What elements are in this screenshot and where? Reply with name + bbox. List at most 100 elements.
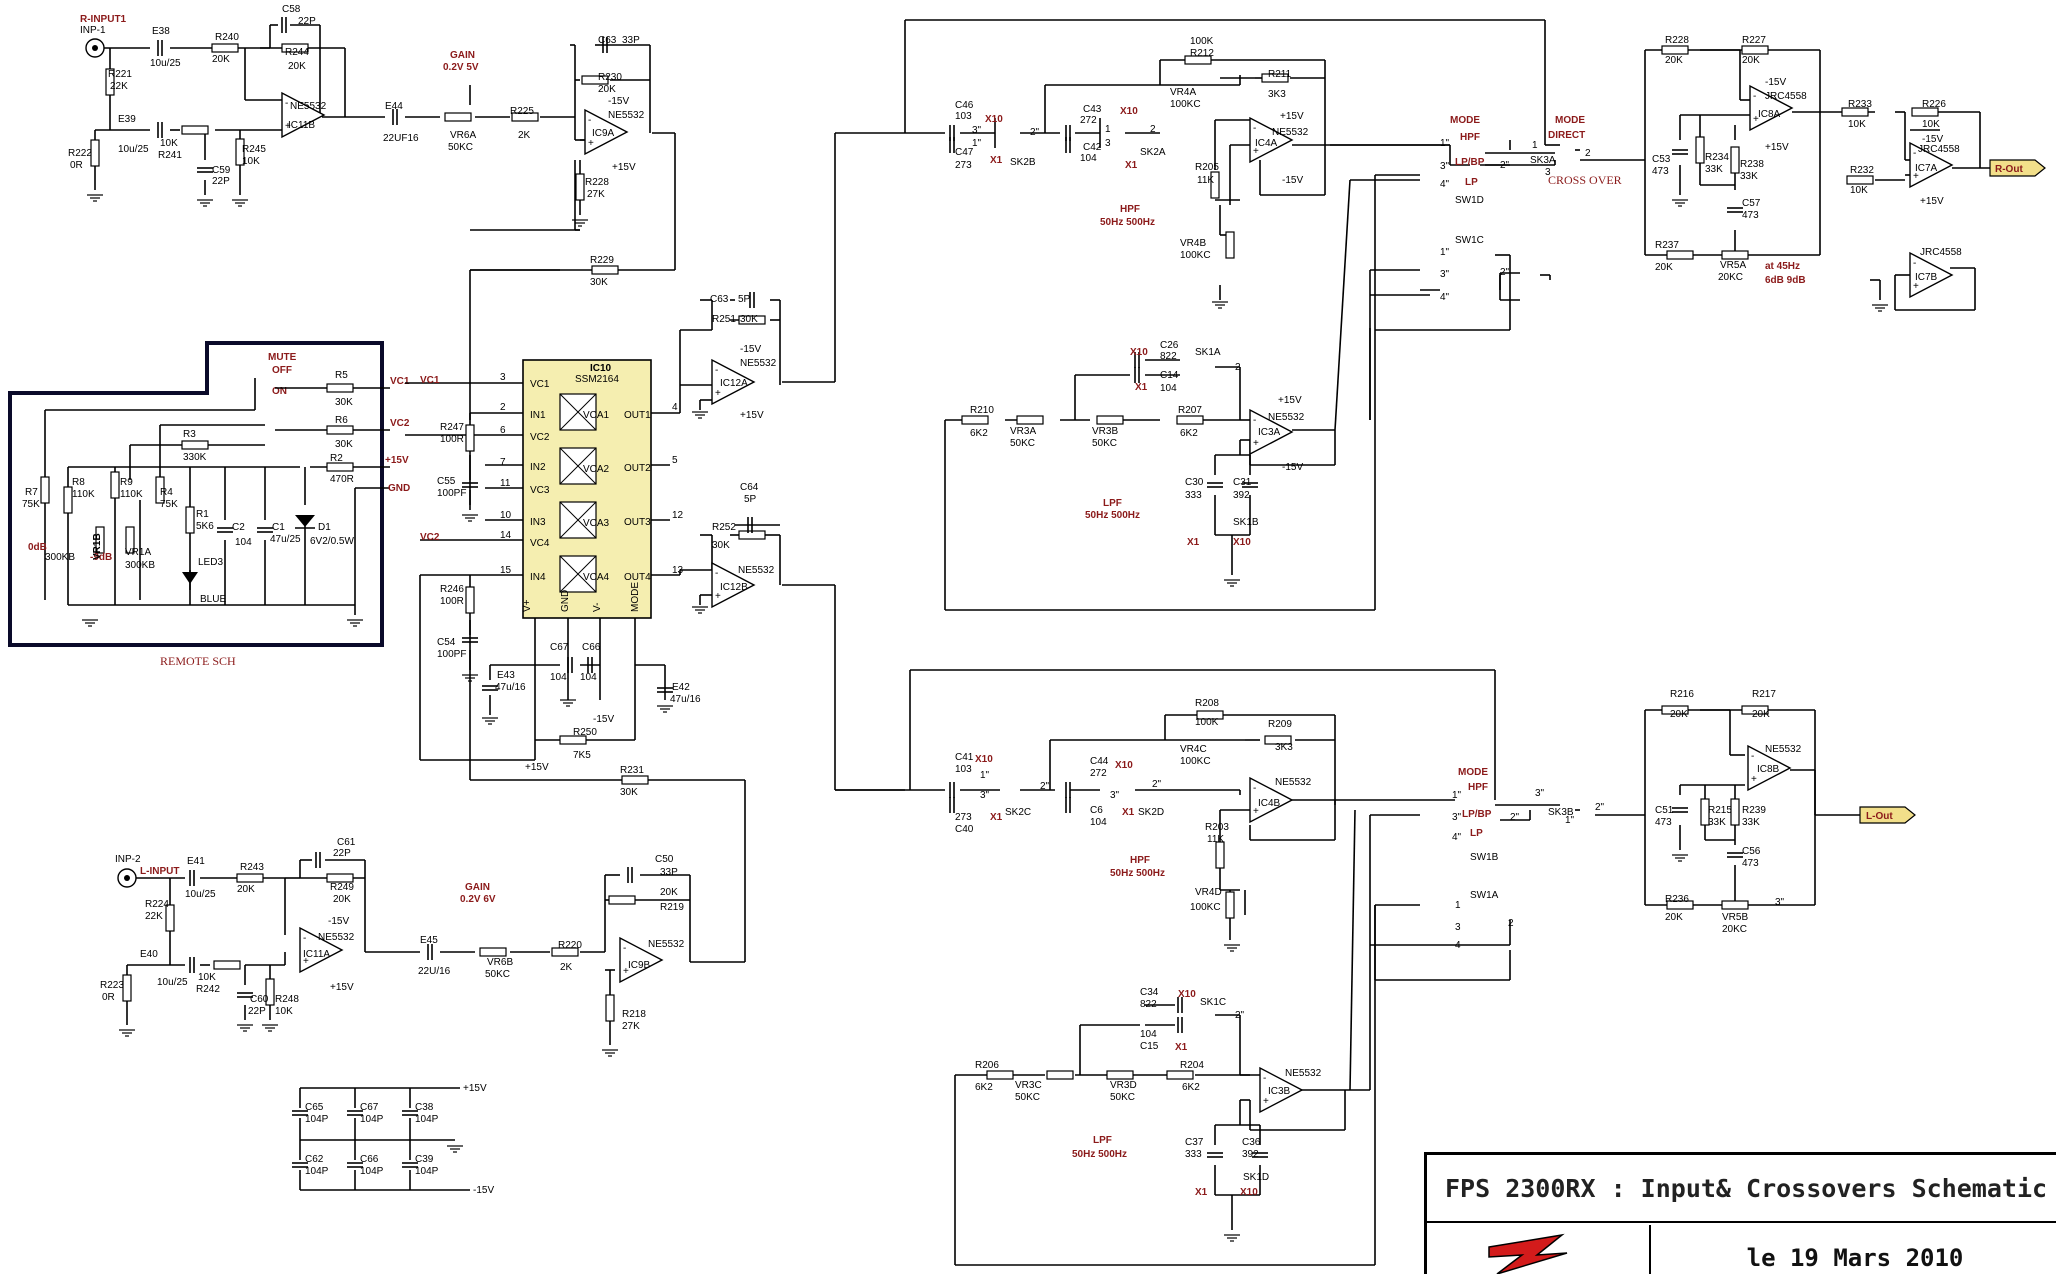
svg-text:4: 4 (1455, 940, 1461, 951)
lpf-label-l: LPF (1093, 1135, 1112, 1146)
svg-text:30K: 30K (590, 277, 608, 288)
svg-text:VR3A: VR3A (1010, 426, 1036, 437)
vc2-label: VC2 (390, 418, 410, 429)
svg-text:R218: R218 (622, 1009, 646, 1020)
svg-text:50KC: 50KC (1015, 1092, 1040, 1103)
svg-text:R231: R231 (620, 765, 644, 776)
svg-text:C50: C50 (655, 854, 674, 865)
svg-text:IC4A: IC4A (1255, 138, 1278, 149)
svg-text:R207: R207 (1178, 405, 1202, 416)
svg-text:NE5532: NE5532 (1765, 744, 1802, 755)
svg-text:IN3: IN3 (530, 517, 546, 528)
svg-text:V-: V- (592, 603, 603, 612)
svg-text:100KC: 100KC (1170, 99, 1201, 110)
svg-text:392: 392 (1233, 490, 1250, 501)
svg-text:22P: 22P (248, 1006, 266, 1017)
remote-sch-box (8, 341, 384, 647)
svg-text:+15V: +15V (330, 982, 354, 993)
svg-text:22K: 22K (145, 911, 163, 922)
l-out-arrow (1859, 806, 1916, 824)
svg-text:273: 273 (955, 812, 972, 823)
svg-text:20K: 20K (598, 84, 616, 95)
svg-text:R220: R220 (558, 940, 582, 951)
mode-label-l: MODE (1458, 767, 1488, 778)
svg-text:22U/16: 22U/16 (418, 966, 451, 977)
svg-text:IC12B: IC12B (720, 582, 748, 593)
svg-text:300KB: 300KB (125, 560, 155, 571)
svg-text:104P: 104P (360, 1166, 384, 1177)
svg-text:C31: C31 (1233, 477, 1252, 488)
hpf-sw-r: HPF (1460, 132, 1480, 143)
svg-text:1": 1" (1440, 138, 1450, 149)
svg-text:SK3B: SK3B (1548, 807, 1574, 818)
svg-text:IC4B: IC4B (1258, 798, 1281, 809)
svg-text:IC3B: IC3B (1268, 1086, 1291, 1097)
svg-text:SK3A: SK3A (1530, 155, 1556, 166)
svg-text:100KC: 100KC (1180, 756, 1211, 767)
svg-text:E45: E45 (420, 935, 438, 946)
svg-text:2: 2 (500, 402, 506, 413)
svg-text:SW1B: SW1B (1470, 852, 1499, 863)
svg-text:R212: R212 (1190, 48, 1214, 59)
svg-text:X10: X10 (1178, 989, 1196, 1000)
svg-text:2": 2" (1500, 267, 1510, 278)
svg-text:1": 1" (972, 138, 982, 149)
svg-text:E38: E38 (152, 26, 170, 37)
at45-label: at 45Hz (1765, 261, 1800, 272)
svg-text:SK1D: SK1D (1243, 1172, 1269, 1183)
svg-text:R206: R206 (975, 1060, 999, 1071)
svg-text:R233: R233 (1848, 99, 1872, 110)
svg-text:R244: R244 (285, 47, 309, 58)
svg-text:-15V: -15V (593, 714, 614, 725)
svg-text:C38: C38 (415, 1102, 434, 1113)
svg-text:R234: R234 (1705, 152, 1729, 163)
svg-text:NE5532: NE5532 (318, 932, 355, 943)
gnd-label: GND (388, 483, 410, 494)
svg-text:2: 2 (1585, 148, 1591, 159)
svg-text:VR3B: VR3B (1092, 426, 1118, 437)
svg-text:R9: R9 (120, 477, 133, 488)
svg-text:C60: C60 (250, 994, 269, 1005)
svg-text:10: 10 (500, 510, 512, 521)
svg-text:473: 473 (1742, 858, 1759, 869)
svg-text:X1: X1 (1122, 807, 1135, 818)
svg-text:R248: R248 (275, 994, 299, 1005)
lpbp-sw-l: LP/BP (1462, 809, 1492, 820)
l-input-label: L-INPUT (140, 866, 179, 877)
db-label: 6dB 9dB (1765, 275, 1806, 286)
off-label: OFF (272, 365, 292, 376)
svg-text:C56: C56 (1742, 846, 1761, 857)
svg-text:6: 6 (500, 425, 506, 436)
vca2-label: VCA2 (583, 464, 610, 475)
svg-text:R5: R5 (335, 370, 348, 381)
led-label: LED3 (198, 557, 223, 568)
svg-text:MODE: MODE (630, 582, 641, 612)
svg-text:4: 4 (672, 402, 678, 413)
svg-text:IC7A: IC7A (1915, 163, 1938, 174)
svg-text:C40: C40 (955, 824, 974, 835)
hpf-label-r: HPF (1120, 204, 1140, 215)
svg-text:C59: C59 (212, 165, 231, 176)
svg-text:6K2: 6K2 (970, 428, 988, 439)
svg-text:47u/16: 47u/16 (670, 694, 701, 705)
svg-text:11K: 11K (1207, 834, 1224, 845)
svg-text:IC9A: IC9A (592, 128, 615, 139)
svg-text:IC12A: IC12A (720, 378, 748, 389)
svg-text:11K: 11K (1197, 175, 1214, 186)
svg-text:110K: 110K (72, 489, 95, 500)
svg-text:C2: C2 (232, 522, 245, 533)
svg-text:2: 2 (1235, 362, 1241, 373)
svg-text:OUT1: OUT1 (624, 410, 651, 421)
svg-text:272: 272 (1080, 115, 1097, 126)
svg-text:20K: 20K (1665, 55, 1683, 66)
svg-text:2K: 2K (518, 130, 531, 141)
svg-text:7: 7 (500, 457, 506, 468)
odb-label: 0dB (28, 542, 47, 553)
svg-text:3: 3 (500, 372, 506, 383)
svg-text:R211: R211 (1268, 69, 1292, 80)
svg-text:30K: 30K (740, 314, 758, 325)
gain-label-l: GAIN (465, 882, 490, 893)
lpf-label-r: LPF (1103, 498, 1122, 509)
svg-text:333: 333 (1185, 1149, 1202, 1160)
svg-text:R243: R243 (240, 862, 264, 873)
